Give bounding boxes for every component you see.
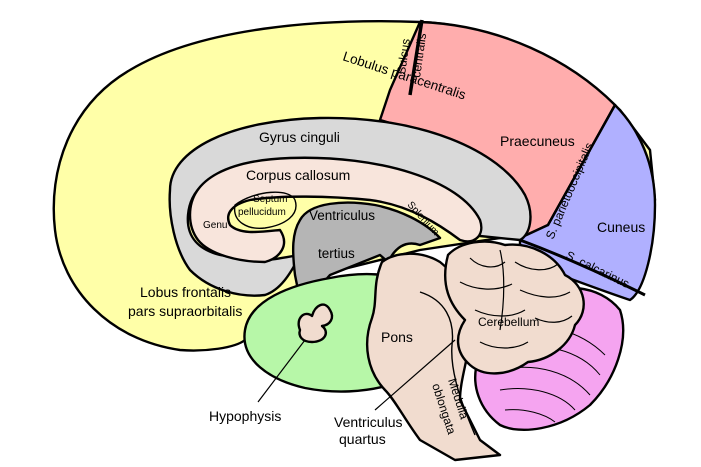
cerebellum-folia — [459, 249, 573, 349]
parietooccipital-line — [546, 103, 617, 227]
third-ventricle-region — [291, 201, 442, 312]
label-genu: Genu — [203, 220, 227, 231]
label-pellucidum: pellucidum — [238, 207, 286, 218]
hypophysis-pointer — [257, 339, 306, 403]
septum-outline — [234, 191, 297, 229]
sulcus-centralis-line — [408, 19, 424, 96]
label-sulcus: Sulcus — [394, 38, 413, 76]
calcarine-line — [519, 238, 646, 297]
ventriculus-quartus-pointer — [374, 339, 456, 411]
label-pons: Pons — [381, 329, 413, 345]
label-hypophysis: Hypophysis — [209, 408, 281, 424]
label-ventriculus-quartus-1: Ventriculus — [334, 414, 402, 430]
label-gyrus-cinguli: Gyrus cinguli — [259, 129, 340, 145]
label-cerebellum: Cerebellum — [478, 315, 539, 329]
label-ventriculus-quartus-2: quartus — [339, 431, 386, 447]
label-tertius: tertius — [318, 246, 355, 261]
label-ventriculus: Ventriculus — [309, 208, 375, 223]
label-centralis: centralis — [409, 32, 429, 78]
fourth-ventricle-line — [419, 291, 476, 436]
label-corpus-callosum: Corpus callosum — [246, 167, 350, 183]
label-cuneus: Cuneus — [597, 219, 645, 235]
hypophysis-region — [297, 303, 334, 344]
corpus-callosum-region — [188, 156, 483, 264]
label-lobus-frontalis: Lobus frontalis — [140, 284, 231, 300]
cerebellum-region — [443, 240, 585, 375]
label-praecuneus: Praecuneus — [500, 133, 575, 149]
label-pars-supraorbitalis: pars supraorbitalis — [128, 303, 242, 319]
label-septum: Septum — [253, 194, 287, 205]
